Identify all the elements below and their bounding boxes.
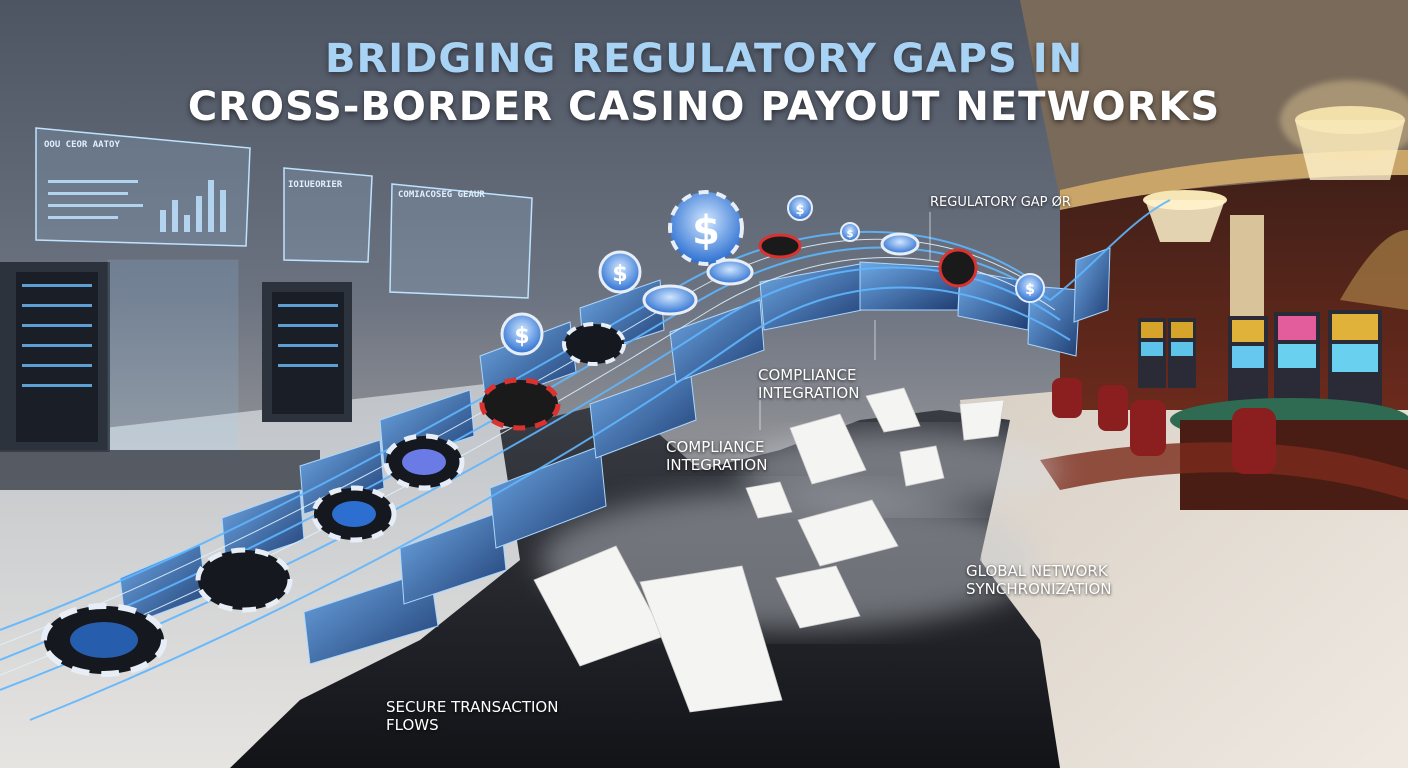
label-compliance-integration-2: COMPLIANCE INTEGRATION <box>666 438 768 474</box>
floating-documents <box>533 387 1005 713</box>
label-compliance-integration-1: COMPLIANCE INTEGRATION <box>758 366 860 402</box>
svg-text:$: $ <box>1025 282 1035 298</box>
panel-2-title: IOIUEORIER <box>288 180 343 190</box>
casino-chips <box>41 190 1045 677</box>
headline-line-2: CROSS-BORDER CASINO PAYOUT NETWORKS <box>187 84 1221 130</box>
svg-text:$: $ <box>514 324 529 349</box>
hologram-cube <box>107 259 239 461</box>
headline-line-1: BRIDGING REGULATORY GAPS IN <box>324 36 1084 82</box>
panel-1-title: OOU CEOR AATOY <box>44 140 120 150</box>
label-global-network: GLOBAL NETWORK SYNCHRONIZATION <box>966 562 1112 598</box>
chandelier-small <box>1143 190 1227 242</box>
svg-text:$: $ <box>692 208 720 254</box>
panel-3-title: COMIACOSEG GEAUR <box>398 190 485 200</box>
chandelier-large <box>1280 80 1408 180</box>
svg-text:$: $ <box>795 203 804 218</box>
svg-text:$: $ <box>612 262 627 287</box>
casino-chairs <box>1052 378 1276 474</box>
slot-machines <box>1138 310 1382 416</box>
svg-text:$: $ <box>847 229 854 240</box>
label-secure-transaction-flows: SECURE TRANSACTION FLOWS <box>386 698 559 734</box>
label-regulatory-gap: REGULATORY GAP ØR <box>930 195 1071 210</box>
